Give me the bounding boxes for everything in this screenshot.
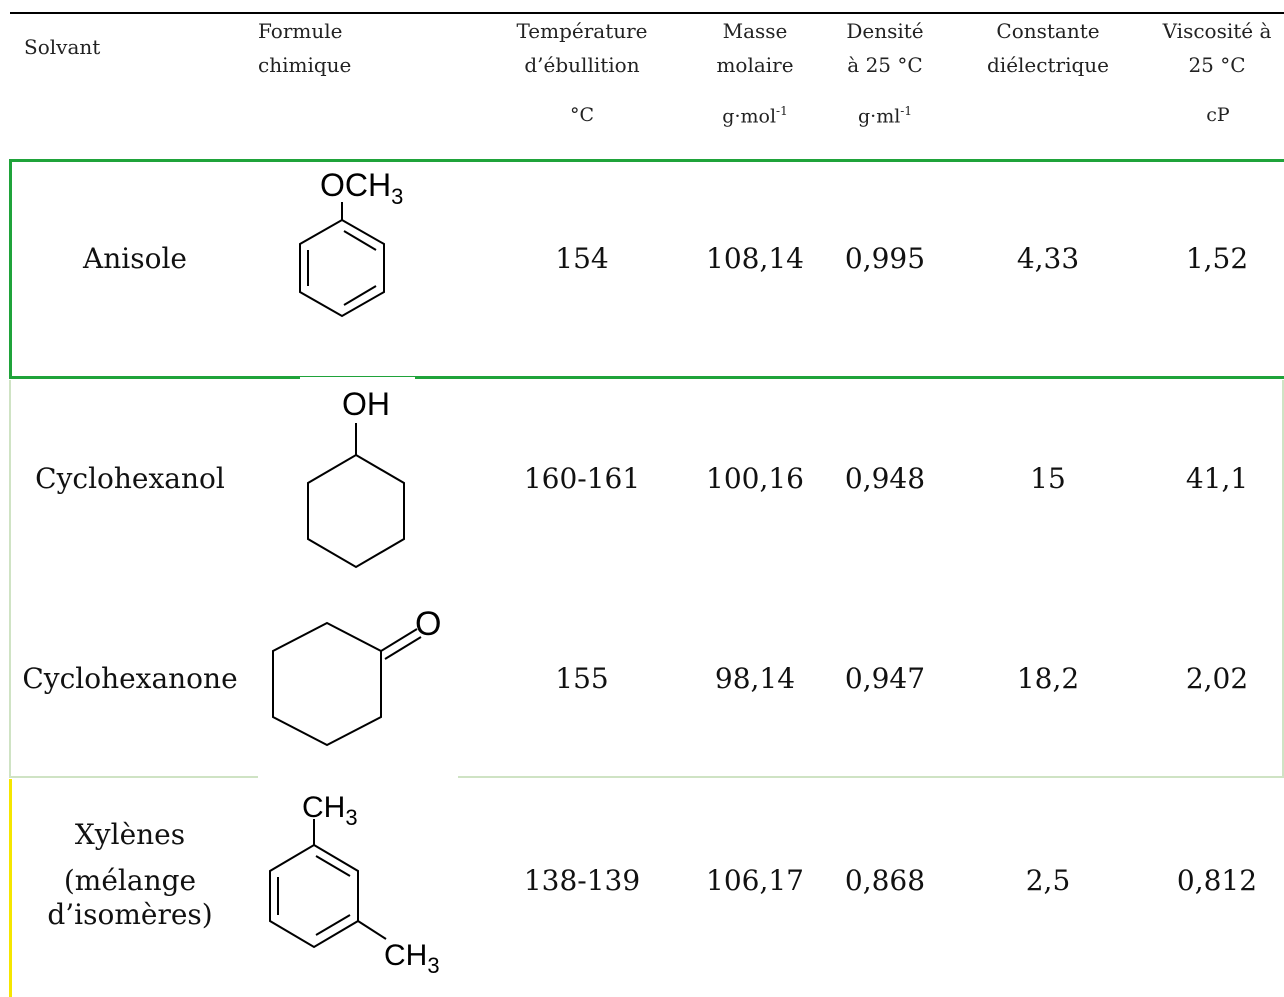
cyclohexanone-substituent-label: O bbox=[415, 605, 441, 643]
xylene-marker bbox=[9, 779, 12, 997]
unit-temperature: °C bbox=[569, 104, 595, 126]
header-temperature-line2: d’ébullition bbox=[524, 53, 640, 77]
header-solvant: Solvant bbox=[24, 35, 101, 59]
row-cyclohexanol-name: Cyclohexanol bbox=[35, 462, 225, 495]
row-xylenes-name-line1: Xylènes bbox=[74, 818, 186, 851]
header-formule: Formule chimique bbox=[258, 14, 351, 82]
row-cyclohexanone-masse: 98,14 bbox=[714, 662, 796, 695]
border-gap-2 bbox=[258, 775, 458, 781]
header-masse-line1: Masse bbox=[722, 19, 788, 43]
row-cyclohexanol-constante: 15 bbox=[1030, 462, 1066, 495]
row-xylenes-name-line2: (mélange bbox=[63, 864, 197, 897]
row-anisole-densite: 0,995 bbox=[844, 242, 926, 275]
cyclohexanone-structure-icon: O bbox=[272, 605, 441, 747]
anisole-structure-icon: OCH3 bbox=[299, 167, 403, 318]
row-xylenes-constante: 2,5 bbox=[1025, 864, 1071, 897]
unit-densite: g·ml-1 bbox=[826, 104, 944, 127]
xylene-substituent-top-label: CH3 bbox=[302, 791, 358, 830]
unit-densite-base: g·ml bbox=[858, 105, 901, 128]
header-masse-line2: molaire bbox=[716, 53, 794, 77]
header-formule-line2: chimique bbox=[258, 53, 352, 77]
cyclohex-group-border bbox=[9, 380, 1284, 778]
header-constante-line1: Constante bbox=[996, 19, 1100, 43]
header-viscosite-line2: 25 °C bbox=[1188, 53, 1246, 77]
row-cyclohexanone-temp: 155 bbox=[555, 662, 609, 695]
header-densite: Densité à 25 °C bbox=[826, 14, 944, 82]
unit-viscosite: cP bbox=[1206, 104, 1230, 126]
anisole-substituent-label: OCH3 bbox=[320, 167, 403, 209]
row-cyclohexanone-name: Cyclohexanone bbox=[22, 662, 238, 695]
header-constante: Constante diélectrique bbox=[968, 14, 1128, 82]
row-anisole-masse: 108,14 bbox=[706, 242, 804, 275]
row-cyclohexanone-constante: 18,2 bbox=[1016, 662, 1080, 695]
row-xylenes-densite: 0,868 bbox=[844, 864, 926, 897]
row-cyclohexanone-viscosite: 2,02 bbox=[1185, 662, 1249, 695]
unit-masse: g·mol-1 bbox=[690, 104, 820, 127]
anisole-highlight-border bbox=[9, 159, 1284, 379]
row-cyclohexanol-viscosite: 41,1 bbox=[1185, 462, 1249, 495]
xylene-substituent-bottom-label: CH3 bbox=[384, 939, 440, 975]
header-temperature: Température d’ébullition bbox=[492, 14, 672, 82]
row-xylenes-masse: 106,17 bbox=[706, 864, 804, 897]
row-cyclohexanol-masse: 100,16 bbox=[706, 462, 804, 495]
row-anisole-viscosite: 1,52 bbox=[1185, 242, 1249, 275]
row-cyclohexanol-densite: 0,948 bbox=[844, 462, 926, 495]
header-densite-line1: Densité bbox=[846, 19, 924, 43]
row-anisole-constante: 4,33 bbox=[1016, 242, 1080, 275]
row-xylenes-temp: 138-139 bbox=[523, 864, 641, 897]
row-xylenes-name-line3: d’isomères) bbox=[47, 898, 213, 931]
header-viscosite: Viscosité à 25 °C bbox=[1150, 14, 1284, 82]
header-masse: Masse molaire bbox=[690, 14, 820, 82]
header-viscosite-line1: Viscosité à bbox=[1162, 19, 1272, 43]
table-top-rule bbox=[10, 12, 1284, 14]
cyclohexanol-substituent-label: OH bbox=[342, 386, 390, 422]
row-cyclohexanone-densite: 0,947 bbox=[844, 662, 926, 695]
row-anisole-temp: 154 bbox=[555, 242, 609, 275]
cyclohexanol-structure-icon: OH bbox=[307, 386, 405, 569]
xylene-structure-icon: CH3 CH3 bbox=[269, 791, 440, 975]
row-xylenes-viscosite: 0,812 bbox=[1176, 864, 1258, 897]
row-cyclohexanol-temp: 160-161 bbox=[523, 462, 641, 495]
row-anisole-name: Anisole bbox=[83, 242, 187, 275]
header-formule-line1: Formule bbox=[258, 19, 343, 43]
header-temperature-line1: Température bbox=[516, 19, 648, 43]
header-constante-line2: diélectrique bbox=[987, 53, 1109, 77]
unit-densite-exponent: -1 bbox=[900, 104, 912, 118]
header-densite-line2: à 25 °C bbox=[847, 53, 923, 77]
row-xylenes-name: Xylènes (mélange d’isomères) bbox=[30, 812, 230, 932]
unit-masse-exponent: -1 bbox=[776, 104, 788, 118]
border-gap bbox=[300, 377, 415, 383]
unit-masse-base: g·mol bbox=[722, 105, 777, 128]
